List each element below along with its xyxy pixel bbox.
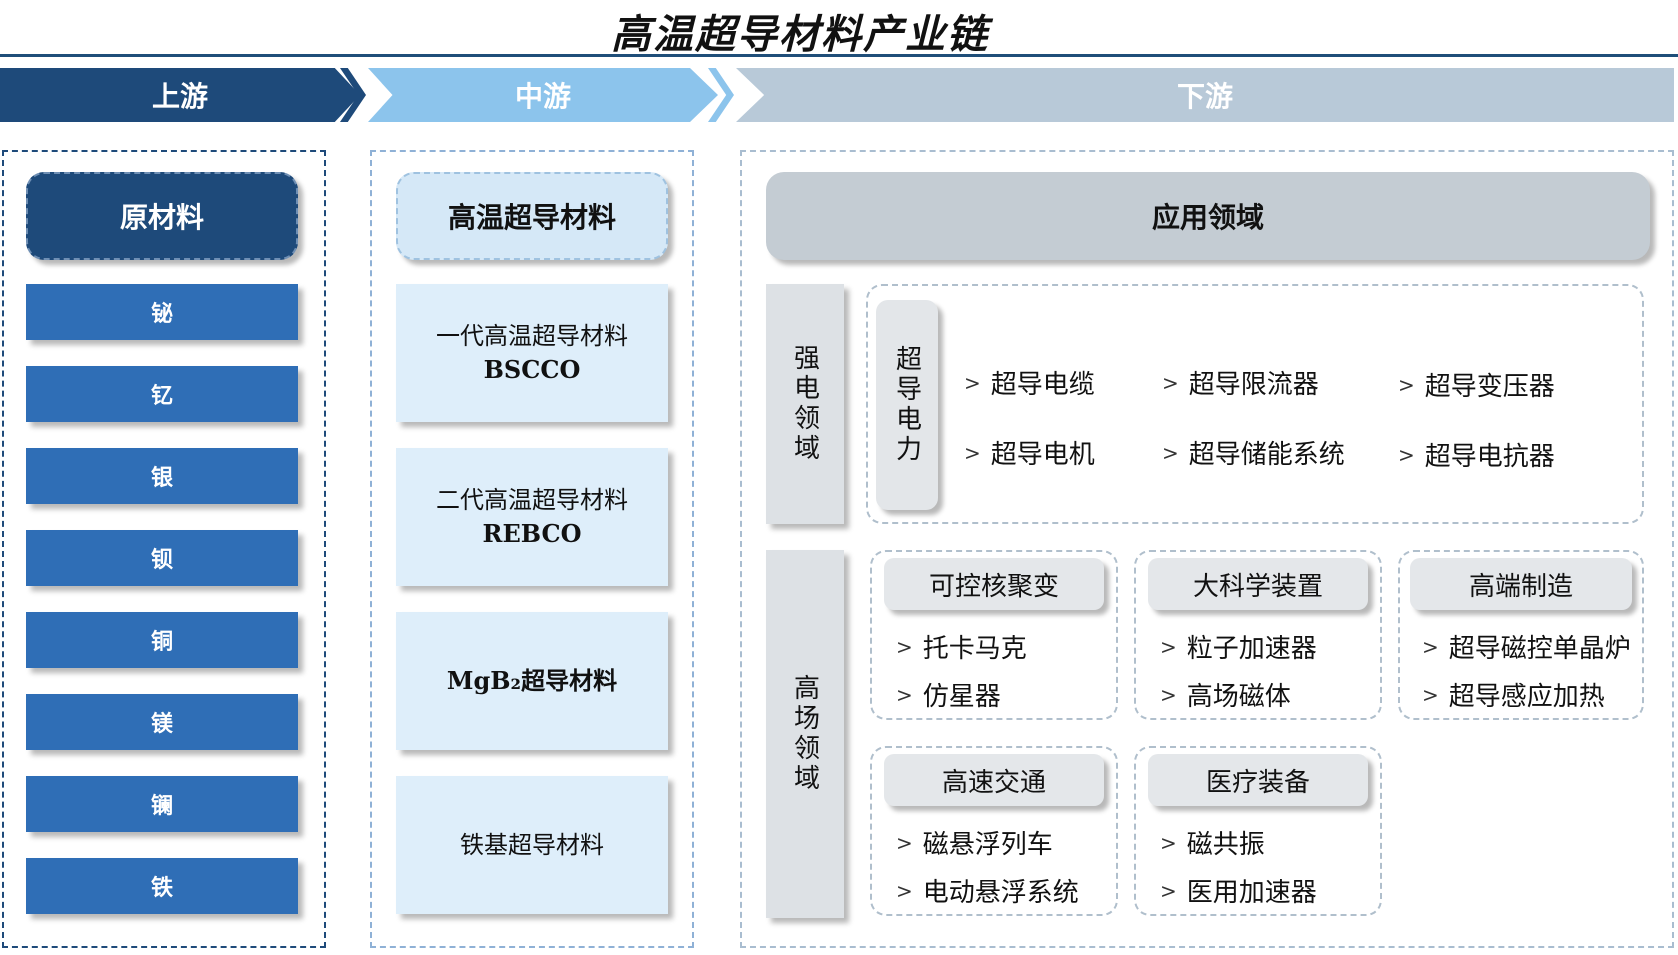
- material-box: 一代高温超导材料 BSCCO: [396, 284, 668, 422]
- category-title: 高端制造: [1410, 558, 1632, 610]
- material-name: 一代高温超导材料: [436, 322, 628, 350]
- list-item-label: 仿星器: [922, 682, 1001, 712]
- list-item-label: 超导感应加热: [1448, 682, 1605, 712]
- superconducting-power-text: 超导电力: [891, 345, 922, 465]
- category-box: [1134, 550, 1382, 720]
- chevron-right-icon: >: [896, 830, 913, 855]
- list-item-label: 超导电抗器: [1424, 442, 1555, 472]
- list-item-label: 超导变压器: [1424, 372, 1555, 402]
- material-name: MgB₂超导材料: [446, 666, 618, 695]
- raw-materials-header: 原材料: [26, 172, 298, 260]
- list-item-label: 磁悬浮列车: [922, 830, 1053, 860]
- chevron-right-icon: >: [1422, 682, 1439, 707]
- list-item: > 超导电机: [964, 434, 1095, 471]
- category-title: 大科学装置: [1148, 558, 1368, 610]
- list-item-label: 超导磁控单晶炉: [1448, 634, 1631, 664]
- category-box: [1134, 746, 1382, 916]
- list-item: > 超导变压器: [1398, 366, 1555, 403]
- list-item: > 托卡马克: [896, 628, 1027, 665]
- material-code: REBCO: [482, 519, 582, 548]
- stage-midstream: 中游: [368, 68, 718, 122]
- list-item-label: 高场磁体: [1186, 682, 1291, 712]
- element-box: 钡: [26, 530, 298, 586]
- list-item-label: 超导限流器: [1188, 370, 1319, 400]
- list-item: > 磁悬浮列车: [896, 824, 1053, 861]
- element-box: 镁: [26, 694, 298, 750]
- list-item-label: 医用加速器: [1186, 878, 1317, 908]
- strong-field-label: 强电领域: [766, 284, 844, 524]
- stage-upstream: 上游: [0, 68, 360, 122]
- list-item: > 超导感应加热: [1422, 676, 1605, 713]
- chevron-right-icon: >: [1160, 682, 1177, 707]
- stage-downstream-label: 下游: [1176, 80, 1233, 113]
- list-item-label: 托卡马克: [922, 634, 1027, 664]
- list-item-label: 超导储能系统: [1188, 440, 1345, 470]
- material-box: MgB₂超导材料: [396, 612, 668, 750]
- list-item: > 粒子加速器: [1160, 628, 1317, 665]
- application-fields-header: 应用领域: [766, 172, 1650, 260]
- stage-midstream-label: 中游: [514, 80, 571, 113]
- list-item-label: 粒子加速器: [1186, 634, 1317, 664]
- material-code: BSCCO: [483, 355, 581, 384]
- chevron-right-icon: >: [1162, 440, 1179, 465]
- stage-upstream-label: 上游: [151, 80, 208, 113]
- list-item: > 超导储能系统: [1162, 434, 1345, 471]
- list-item: > 医用加速器: [1160, 872, 1317, 909]
- chevron-right-icon: >: [896, 634, 913, 659]
- chevron-right-icon: >: [896, 878, 913, 903]
- list-item-label: 超导电机: [990, 440, 1095, 470]
- element-box: 铋: [26, 284, 298, 340]
- superconducting-power-label: 超导电力: [876, 300, 938, 510]
- material-box: 二代高温超导材料 REBCO: [396, 448, 668, 586]
- downstream-panel: [740, 150, 1674, 948]
- chevron-right-icon: >: [964, 370, 981, 395]
- category-title: 高速交通: [884, 754, 1104, 806]
- list-item: > 电动悬浮系统: [896, 872, 1079, 909]
- midstream-panel: [370, 150, 694, 948]
- category-box: [1398, 550, 1644, 720]
- chevron-right-icon: >: [1160, 830, 1177, 855]
- material-name: 二代高温超导材料: [436, 486, 628, 514]
- category-title: 医疗装备: [1148, 754, 1368, 806]
- high-field-label: 高场领域: [766, 550, 844, 918]
- chevron-right-icon: >: [1422, 634, 1439, 659]
- list-item-label: 磁共振: [1186, 830, 1265, 860]
- superconductor-materials-header: 高温超导材料: [396, 172, 668, 260]
- category-title: 可控核聚变: [884, 558, 1104, 610]
- list-item: > 超导电缆: [964, 364, 1095, 401]
- list-item: > 超导限流器: [1162, 364, 1319, 401]
- strong-field-text: 强电领域: [789, 344, 820, 464]
- list-item: > 超导磁控单晶炉: [1422, 628, 1631, 665]
- chevron-right-icon: >: [964, 440, 981, 465]
- chevron-right-icon: >: [1160, 634, 1177, 659]
- list-item: > 超导电抗器: [1398, 436, 1555, 473]
- list-item: > 仿星器: [896, 676, 1001, 713]
- title-divider: [0, 54, 1678, 57]
- list-item-label: 电动悬浮系统: [922, 878, 1079, 908]
- high-field-text: 高场领域: [789, 674, 820, 794]
- strong-field-box: [866, 284, 1644, 524]
- stage-downstream: 下游: [736, 68, 1674, 122]
- chevron-right-icon: >: [1398, 372, 1415, 397]
- chevron-right-icon: >: [1162, 370, 1179, 395]
- element-box: 铜: [26, 612, 298, 668]
- list-item: > 磁共振: [1160, 824, 1265, 861]
- list-item-label: 超导电缆: [990, 370, 1095, 400]
- element-box: 钇: [26, 366, 298, 422]
- chevron-right-icon: >: [1160, 878, 1177, 903]
- category-box: [870, 746, 1118, 916]
- list-item: > 高场磁体: [1160, 676, 1291, 713]
- category-box: [870, 550, 1118, 720]
- material-name: 铁基超导材料: [460, 831, 604, 859]
- material-box: 铁基超导材料: [396, 776, 668, 914]
- chevron-right-icon: >: [1398, 442, 1415, 467]
- element-box: 镧: [26, 776, 298, 832]
- element-box: 铁: [26, 858, 298, 914]
- diagram-title: 高温超导材料产业链: [611, 11, 989, 58]
- upstream-panel: [2, 150, 326, 948]
- chevron-right-icon: >: [896, 682, 913, 707]
- element-box: 银: [26, 448, 298, 504]
